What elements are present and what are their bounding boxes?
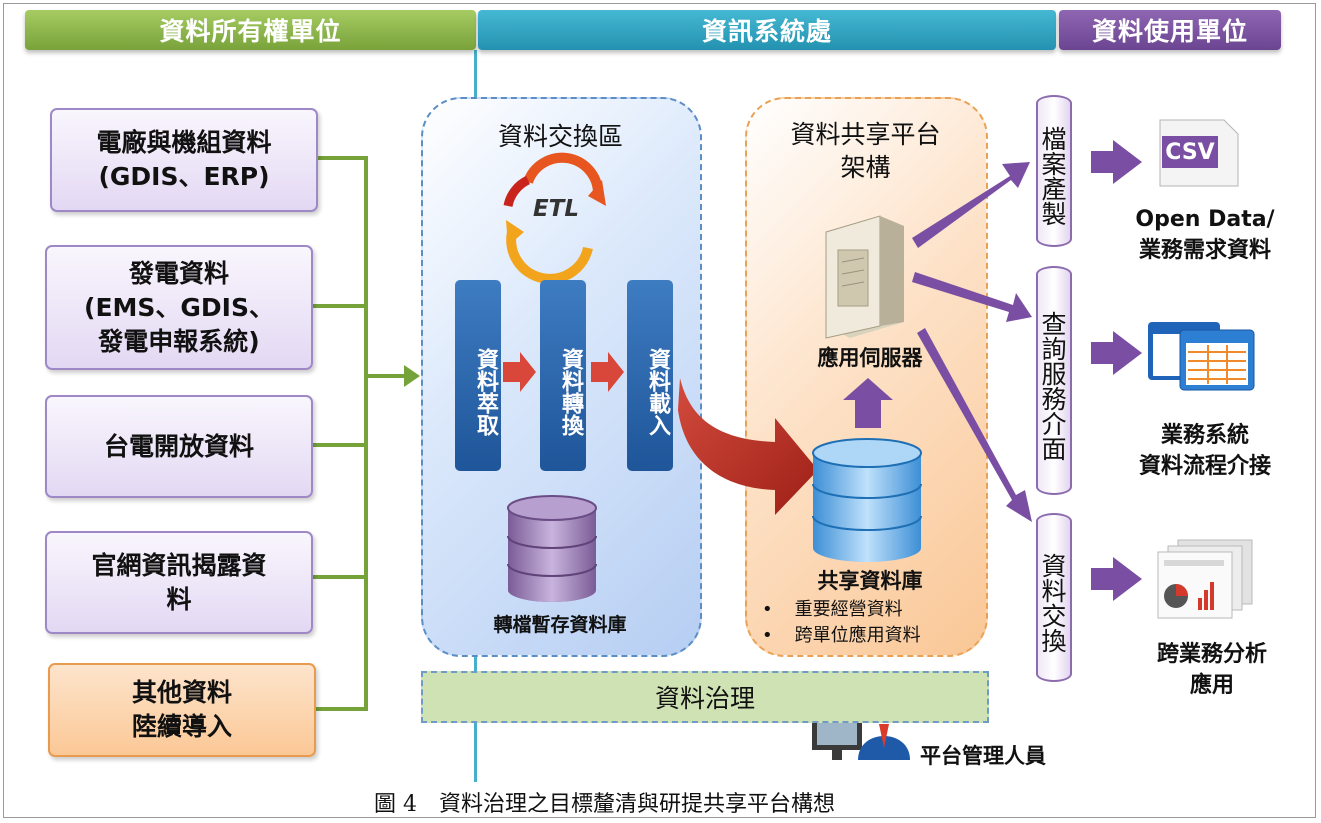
- channel-to-app-arrow: [1091, 331, 1142, 375]
- output-line-2: 業務需求資料: [1138, 238, 1271, 263]
- step-extract: 資料萃取: [455, 280, 501, 471]
- app-window-icon: [1148, 322, 1255, 391]
- source-other-data: 其他資料 陸續導入: [48, 663, 316, 757]
- output-line-1: 業務系統: [1160, 423, 1249, 448]
- source-line-1: 官網資訊揭露資: [91, 550, 267, 580]
- shared-database-icon: [812, 438, 922, 562]
- transform-to-load-arrow: [591, 352, 624, 392]
- source-line-1: 台電開放資料: [103, 431, 254, 461]
- output-line-1: Open Data/: [1135, 207, 1275, 232]
- etl-label: ETL: [532, 196, 580, 222]
- header-data-user: 資料使用單位: [1059, 10, 1281, 50]
- staging-db-label: 轉檔暫存資料庫: [493, 614, 627, 636]
- staging-database-icon: [507, 495, 597, 602]
- source-connector-lines: [311, 156, 412, 711]
- header-it-department: 資訊系統處: [478, 10, 1056, 50]
- application-server-icon: [825, 215, 904, 339]
- bullet-text: 重要經營資料: [794, 599, 903, 620]
- sharing-title-line-2: 架構: [840, 153, 891, 182]
- output-line-2: 資料流程介接: [1138, 454, 1271, 479]
- bullet-dot: •: [762, 599, 773, 620]
- header-data-owner: 資料所有權單位: [25, 10, 476, 50]
- bullet-text: 跨單位應用資料: [794, 625, 921, 646]
- etl-icon: [503, 152, 606, 284]
- sharing-zone-title: 資料共享平台 架構: [748, 118, 983, 184]
- sharing-title-line-1: 資料共享平台: [790, 120, 941, 149]
- source-line-2: 陸續導入: [131, 712, 232, 741]
- source-open-data: 台電開放資料: [45, 395, 313, 498]
- source-line-1: 電廠與機組資料: [96, 128, 272, 157]
- channel-query-service: 查詢服務介面: [1036, 266, 1072, 495]
- source-website-disclosure: 官網資訊揭露資 料: [45, 531, 313, 634]
- source-plant-unit-data: 電廠與機組資料 (GDIS、ERP): [50, 108, 318, 212]
- source-line-1: 發電資料: [128, 258, 229, 288]
- csv-file-icon: [1159, 119, 1239, 187]
- bullet-dot: •: [762, 625, 773, 646]
- channel-file-production: 檔案產製: [1036, 95, 1072, 247]
- output-line-2: 應用: [1189, 673, 1234, 698]
- channel-to-report-arrow: [1091, 557, 1142, 601]
- exchange-zone-title: 資料交換區: [497, 122, 623, 151]
- extract-to-transform-arrow: [503, 352, 536, 392]
- channel-to-csv-arrow: [1091, 140, 1142, 184]
- output-analysis-label: 跨業務分析 應用: [1110, 639, 1314, 701]
- step-load: 資料載入: [627, 280, 673, 471]
- analytics-report-icon: [1157, 539, 1253, 619]
- csv-badge: CSV: [1165, 139, 1215, 165]
- server-to-channel-arrows: [912, 162, 1032, 522]
- data-governance-bar: 資料治理: [421, 671, 989, 723]
- shared-db-bullet-2: • 跨單位應用資料: [762, 621, 921, 647]
- source-arrow-head: [404, 365, 420, 387]
- db-to-server-arrow: [843, 378, 893, 428]
- admin-label: 平台管理人員: [920, 744, 1046, 768]
- source-line-2: 料: [166, 584, 192, 614]
- step-transform: 資料轉換: [540, 280, 586, 471]
- source-generation-data: 發電資料 (EMS、GDIS、 發電申報系統): [45, 245, 313, 370]
- channel-data-exchange: 資料交換: [1036, 513, 1072, 682]
- figure-caption: 圖 4 資料治理之目標釐清與研提共享平台構想: [374, 792, 835, 817]
- source-line-2: (GDIS、ERP): [98, 162, 270, 191]
- shared-db-bullet-1: • 重要經營資料: [762, 595, 903, 621]
- server-label: 應用伺服器: [817, 346, 923, 370]
- figure-frame: [3, 3, 1316, 818]
- output-open-data-label: Open Data/ 業務需求資料: [1110, 204, 1300, 266]
- output-line-1: 跨業務分析: [1156, 642, 1267, 667]
- source-line-2: (EMS、GDIS、: [84, 292, 274, 322]
- shared-db-label: 共享資料庫: [817, 569, 923, 593]
- output-business-system-label: 業務系統 資料流程介接: [1110, 420, 1300, 482]
- source-line-3: 發電申報系統): [98, 326, 260, 356]
- load-to-shared-db-arrow: [678, 378, 818, 515]
- source-line-1: 其他資料: [131, 678, 232, 707]
